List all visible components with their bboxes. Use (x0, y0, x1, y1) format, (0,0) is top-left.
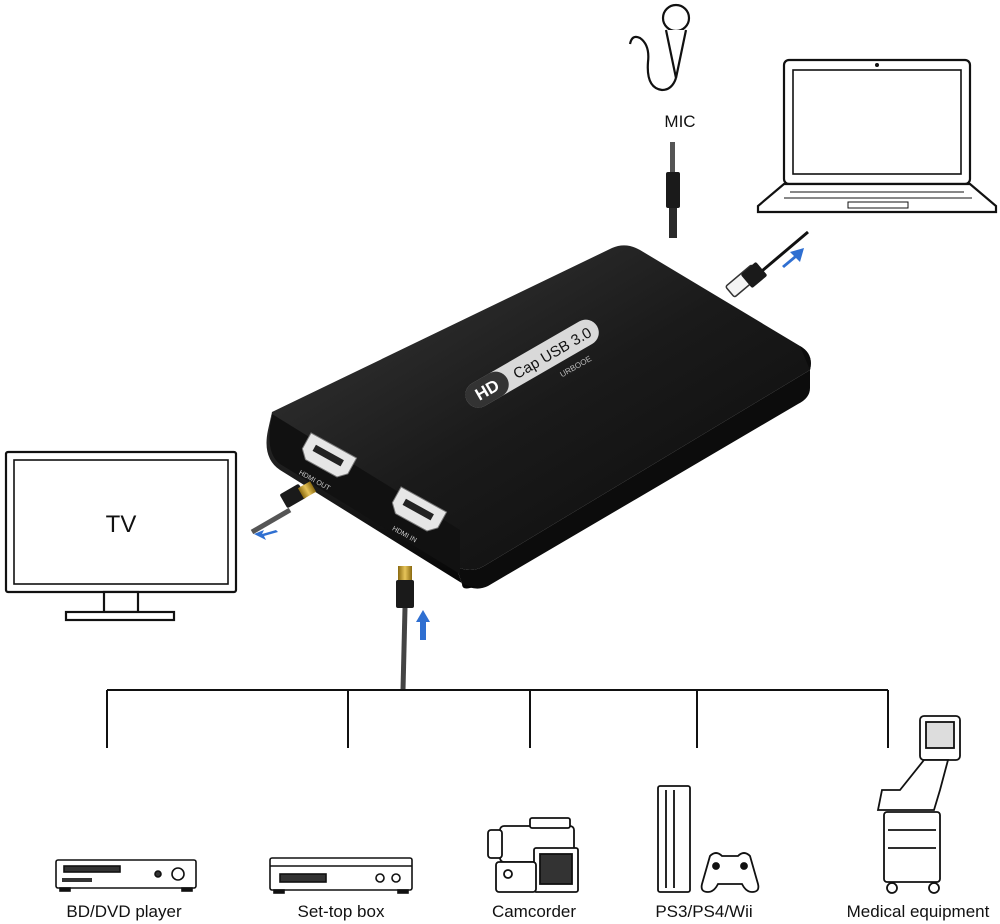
camcorder-icon (487, 817, 579, 893)
microphone-icon (628, 3, 691, 92)
dvd-player-icon (55, 859, 197, 892)
mic-label: MIC (664, 112, 695, 131)
hdmi-cable-in (396, 566, 414, 691)
laptop-icon (756, 58, 998, 214)
game-console-icon (657, 785, 760, 893)
tv-icon (4, 450, 238, 622)
source-label-dvd: BD/DVD player (66, 902, 182, 921)
source-label-console: PS3/PS4/Wii (655, 902, 752, 921)
set-top-box-icon (269, 857, 413, 894)
source-label-camcorder: Camcorder (492, 902, 576, 921)
source-tree-lines (106, 689, 889, 748)
capture-device: HD Cap USB 3.0 URBOOE HDMI OUT HDMI IN (266, 245, 811, 589)
usb-cable (725, 230, 809, 298)
source-label-medical: Medical equipment (847, 902, 990, 921)
source-label-settop: Set-top box (298, 902, 385, 921)
arrow-up-right-icon (782, 248, 804, 268)
hdmi-cable-out (250, 481, 317, 535)
arrow-up-icon (416, 610, 430, 640)
tv-label: TV (106, 511, 137, 538)
arrow-left-icon (254, 530, 278, 540)
medical-equipment-icon (876, 715, 961, 894)
mic-jack-plug (666, 142, 680, 238)
